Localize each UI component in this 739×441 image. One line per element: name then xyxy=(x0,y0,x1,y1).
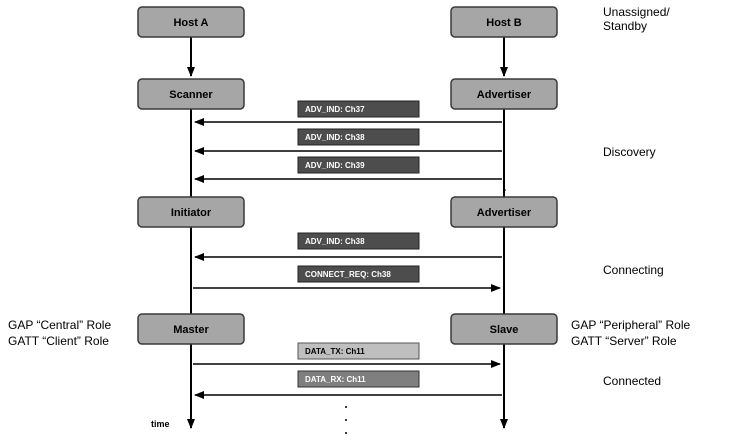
continuation-dots xyxy=(345,406,347,434)
advertiser-label-2: Advertiser xyxy=(477,207,532,219)
message-label: ADV_IND: Ch38 xyxy=(305,133,365,142)
host-a-box: Host A xyxy=(137,6,245,38)
host-a-title: Host A xyxy=(173,17,208,29)
message-label: DATA_TX: Ch11 xyxy=(305,347,365,356)
message-adv-ind-ch38-connect: ADV_IND: Ch38 xyxy=(194,232,502,261)
phase-connected: Connected xyxy=(603,374,661,388)
stray-dot xyxy=(504,189,506,191)
message-adv-ind-ch39: ADV_IND: Ch39 xyxy=(194,156,502,183)
slave-box: Slave xyxy=(450,313,558,345)
message-data-tx: DATA_TX: Ch11 xyxy=(193,342,501,368)
time-label: time xyxy=(151,419,170,429)
host-b-title: Host B xyxy=(486,17,522,29)
message-label: ADV_IND: Ch38 xyxy=(305,237,365,246)
role-right-gap: GAP “Peripheral” Role xyxy=(571,318,690,332)
message-adv-ind-ch37: ADV_IND: Ch37 xyxy=(194,100,502,126)
host-b-box: Host B xyxy=(450,6,558,38)
master-box: Master xyxy=(137,313,245,345)
advertiser-label-1: Advertiser xyxy=(477,89,532,101)
phase-unassigned-line2: Standby xyxy=(603,19,647,33)
role-right-gatt: GATT “Server” Role xyxy=(571,334,677,348)
phase-unassigned-line1: Unassigned/ xyxy=(603,5,670,19)
initiator-box: Initiator xyxy=(137,196,245,228)
message-label: CONNECT_REQ: Ch38 xyxy=(305,270,391,279)
scanner-box: Scanner xyxy=(137,78,245,110)
scanner-label: Scanner xyxy=(169,89,213,101)
advertiser-box-1: Advertiser xyxy=(450,78,558,110)
message-adv-ind-ch38: ADV_IND: Ch38 xyxy=(194,128,502,155)
message-data-rx: DATA_RX: Ch11 xyxy=(194,370,502,399)
phase-connecting: Connecting xyxy=(603,263,664,277)
initiator-label: Initiator xyxy=(171,207,212,219)
message-connect-req: CONNECT_REQ: Ch38 xyxy=(193,265,501,292)
message-label: ADV_IND: Ch37 xyxy=(305,105,365,114)
master-label: Master xyxy=(173,324,209,336)
role-left-gatt: GATT “Client” Role xyxy=(8,334,109,348)
role-left-gap: GAP “Central” Role xyxy=(8,318,111,332)
slave-label: Slave xyxy=(490,324,519,336)
message-label: ADV_IND: Ch39 xyxy=(305,161,365,170)
advertiser-box-2: Advertiser xyxy=(450,196,558,228)
message-label: DATA_RX: Ch11 xyxy=(305,375,366,384)
phase-discovery: Discovery xyxy=(603,145,656,159)
